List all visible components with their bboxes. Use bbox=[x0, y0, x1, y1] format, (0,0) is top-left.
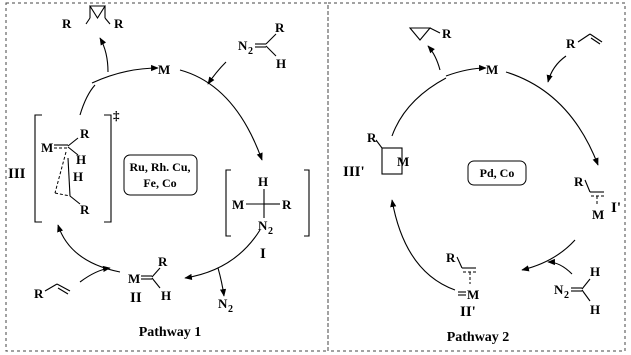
ts-r-bottom: R bbox=[80, 202, 90, 217]
p2-arc-right bbox=[505, 71, 599, 166]
product-r-left: R bbox=[62, 16, 72, 31]
alkene-reagent-1: R bbox=[34, 283, 71, 301]
int-II-label: II bbox=[130, 290, 142, 306]
int-IIp-label: II' bbox=[460, 304, 476, 320]
int-IIp-m: M bbox=[467, 287, 479, 302]
p2-arc-left bbox=[391, 77, 447, 137]
cycle-arc-bottom-right bbox=[184, 229, 261, 280]
alkene-entry-arrow bbox=[79, 265, 111, 283]
int-IIIp-label: III' bbox=[343, 164, 365, 180]
pathway1: R R M N 2 R H Ru, Rh. Cu, Fe, Co M bbox=[8, 5, 310, 340]
intermediate-II-prime: R M II' bbox=[446, 250, 479, 320]
cycle-arc-top-right bbox=[179, 69, 263, 161]
catalyst-line2: Fe, Co bbox=[143, 176, 176, 190]
ts-III-label: III bbox=[8, 166, 26, 182]
p2-product-r: R bbox=[442, 26, 452, 41]
p2-cyclopropane-product: R bbox=[408, 26, 452, 41]
diazo-entry-arrow bbox=[207, 61, 227, 85]
p2-arc-bottom-left bbox=[390, 199, 456, 291]
p2-product-release-arrow bbox=[427, 45, 441, 71]
int-IIp-r: R bbox=[446, 250, 456, 265]
ts-m: M bbox=[41, 140, 53, 155]
ts-h1: H bbox=[76, 152, 86, 167]
diazo-n-sub: 2 bbox=[248, 46, 253, 57]
n2-release: N bbox=[218, 296, 228, 311]
catalyst-box-1 bbox=[123, 154, 198, 196]
p2-alkene-reagent: R bbox=[566, 33, 603, 51]
int-I-h: H bbox=[258, 174, 268, 189]
intermediate-III-prime: R M III' bbox=[343, 130, 409, 180]
p2-arc-bottom-right bbox=[521, 239, 576, 272]
int-I-r: R bbox=[282, 197, 292, 212]
p2-alkene-r: R bbox=[566, 36, 576, 51]
p2-metal-m-top: M bbox=[486, 62, 498, 77]
n2-release-sub: 2 bbox=[228, 304, 233, 315]
n2-release-arrow bbox=[217, 267, 227, 297]
int-Ip-r: R bbox=[574, 174, 584, 189]
int-II-h: H bbox=[161, 288, 171, 303]
int-I-n: N bbox=[258, 218, 268, 233]
catalyst-line1: Ru, Rh. Cu, bbox=[129, 160, 190, 174]
pathway1-frame bbox=[5, 2, 329, 352]
diazo-n: N bbox=[238, 38, 248, 53]
pathway2-title: Pathway 2 bbox=[447, 330, 510, 345]
cycle-arc-left bbox=[79, 84, 96, 116]
diazo-reagent: N 2 R H bbox=[238, 20, 286, 71]
pathway2-frame bbox=[327, 2, 626, 352]
metal-m-top: M bbox=[158, 62, 170, 77]
p2-diazo-n-sub: 2 bbox=[564, 290, 569, 301]
ts-r-top: R bbox=[80, 126, 90, 141]
intermediate-I: M H R N 2 I bbox=[225, 169, 310, 262]
int-IIIp-m: M bbox=[397, 154, 409, 169]
cycle-arc-top bbox=[91, 64, 159, 84]
p2-catalysts: Pd, Co bbox=[480, 166, 515, 180]
p2-diazo-entry-arrow bbox=[547, 258, 573, 275]
p2-diazo-n: N bbox=[554, 282, 564, 297]
int-Ip-m: M bbox=[592, 207, 604, 222]
transition-state-III: ‡ III M R H H R bbox=[8, 108, 120, 223]
int-II-r: R bbox=[158, 254, 168, 269]
cycle-arc-bottom-left bbox=[57, 224, 121, 273]
p2-arc-top bbox=[445, 64, 487, 77]
cyclopropane-product: R R bbox=[62, 5, 124, 31]
int-I-m: M bbox=[232, 197, 244, 212]
p2-diazo-h1: H bbox=[590, 264, 600, 279]
int-I-label: I bbox=[260, 246, 266, 262]
alkene-r: R bbox=[34, 286, 44, 301]
pathway1-title: Pathway 1 bbox=[139, 325, 202, 340]
diazo-r: R bbox=[275, 20, 285, 35]
pathway2: R M R Pd, Co R M I' R bbox=[343, 26, 621, 345]
product-release-arrow bbox=[99, 37, 109, 73]
catalyst-box-2 bbox=[467, 160, 527, 186]
int-IIIp-r: R bbox=[367, 130, 377, 145]
intermediate-II: M R H II bbox=[128, 254, 171, 306]
int-II-m: M bbox=[128, 271, 140, 286]
p2-alkene-entry-arrow bbox=[546, 55, 567, 83]
intermediate-I-prime: R M I' bbox=[574, 174, 621, 222]
product-r-right: R bbox=[114, 16, 124, 31]
int-Ip-label: I' bbox=[611, 200, 621, 216]
p2-diazo-reagent: N 2 H H bbox=[554, 264, 600, 317]
ts-dagger: ‡ bbox=[113, 108, 120, 123]
int-I-n-sub: 2 bbox=[268, 226, 273, 237]
ts-h2: H bbox=[73, 169, 83, 184]
diazo-h: H bbox=[276, 56, 286, 71]
p2-diazo-h2: H bbox=[590, 302, 600, 317]
